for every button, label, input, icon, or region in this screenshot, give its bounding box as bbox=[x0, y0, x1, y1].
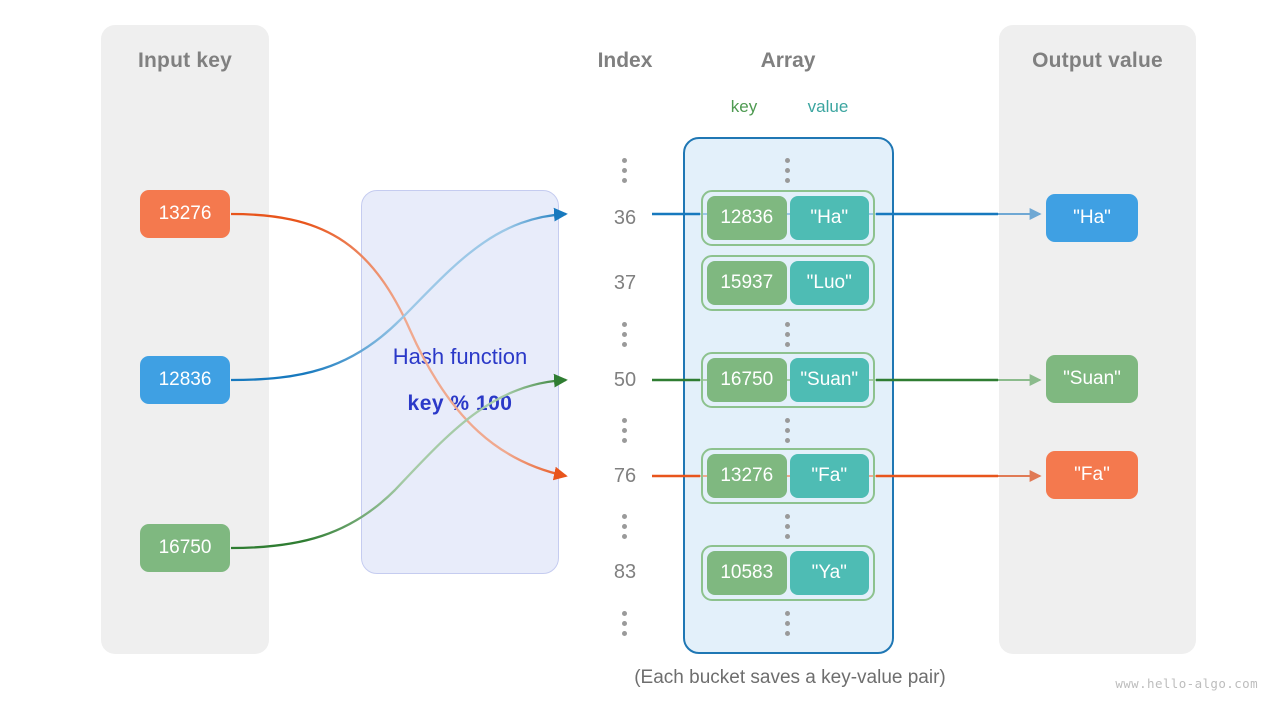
index-ellipsis bbox=[622, 514, 627, 539]
site-watermark: www.hello-algo.com bbox=[1115, 676, 1258, 691]
value-column-label: value bbox=[807, 97, 849, 116]
index-label: 37 bbox=[613, 272, 637, 294]
index-ellipsis bbox=[622, 418, 627, 443]
hash-function-box bbox=[361, 190, 559, 574]
bucket-row[interactable]: 12836"Ha" bbox=[701, 190, 875, 246]
bucket-ellipsis bbox=[785, 418, 790, 443]
bucket-value: "Luo" bbox=[789, 261, 869, 305]
output-panel-title: Output value bbox=[1032, 49, 1163, 72]
bucket-value: "Ya" bbox=[789, 551, 869, 595]
output-value-panel: Output value bbox=[999, 25, 1196, 654]
output-value-chip[interactable]: "Fa" bbox=[1046, 451, 1138, 499]
bucket-ellipsis bbox=[785, 322, 790, 347]
bucket-row[interactable]: 15937"Luo" bbox=[701, 255, 875, 311]
array-column-title: Array bbox=[760, 49, 816, 72]
bucket-ellipsis bbox=[785, 158, 790, 183]
bucket-key: 10583 bbox=[707, 551, 787, 595]
input-key-chip[interactable]: 13276 bbox=[140, 190, 230, 238]
bucket-key: 13276 bbox=[707, 454, 787, 498]
index-label: 50 bbox=[613, 369, 637, 391]
hash-function-name: Hash function bbox=[392, 344, 528, 369]
bucket-value: "Suan" bbox=[789, 358, 869, 402]
bucket-key: 12836 bbox=[707, 196, 787, 240]
hash-function-expression: key % 100 bbox=[407, 392, 513, 415]
key-column-label: key bbox=[730, 97, 758, 116]
bucket-row[interactable]: 13276"Fa" bbox=[701, 448, 875, 504]
index-label: 76 bbox=[613, 465, 637, 487]
index-column-title: Index bbox=[597, 49, 653, 72]
bucket-value: "Ha" bbox=[789, 196, 869, 240]
bucket-ellipsis bbox=[785, 514, 790, 539]
bucket-row[interactable]: 10583"Ya" bbox=[701, 545, 875, 601]
figure-caption: (Each bucket saves a key-value pair) bbox=[634, 667, 946, 688]
index-label: 83 bbox=[613, 561, 637, 583]
output-value-chip[interactable]: "Ha" bbox=[1046, 194, 1138, 242]
bucket-value: "Fa" bbox=[789, 454, 869, 498]
bucket-key: 16750 bbox=[707, 358, 787, 402]
bucket-ellipsis bbox=[785, 611, 790, 636]
input-key-chip[interactable]: 16750 bbox=[140, 524, 230, 572]
bucket-row[interactable]: 16750"Suan" bbox=[701, 352, 875, 408]
index-ellipsis bbox=[622, 611, 627, 636]
bucket-key: 15937 bbox=[707, 261, 787, 305]
input-panel-title: Input key bbox=[138, 49, 232, 72]
output-value-chip[interactable]: "Suan" bbox=[1046, 355, 1138, 403]
index-ellipsis bbox=[622, 322, 627, 347]
index-ellipsis bbox=[622, 158, 627, 183]
input-key-chip[interactable]: 12836 bbox=[140, 356, 230, 404]
index-label: 36 bbox=[613, 207, 637, 229]
